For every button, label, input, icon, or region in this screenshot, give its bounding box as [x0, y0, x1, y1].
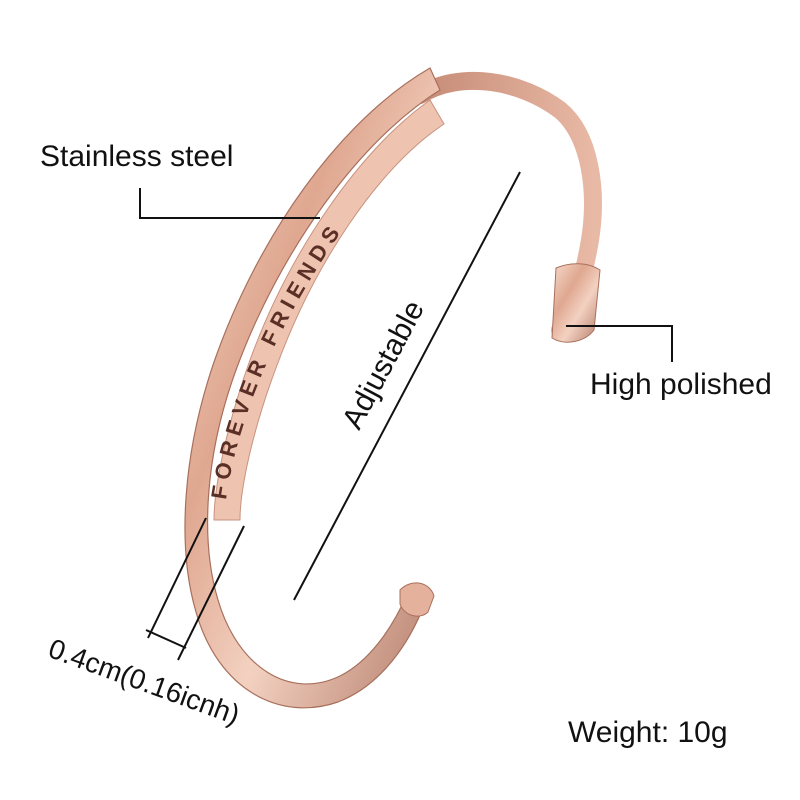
width-dimension-line-right [177, 525, 245, 661]
weight-label: Weight: 10g [568, 716, 728, 749]
width-dimension-line-left [147, 517, 207, 639]
bracelet-open-end-top [551, 263, 601, 343]
adjustable-indicator-line [293, 171, 521, 601]
finish-callout-line [566, 325, 673, 362]
bracelet-open-end-bottom [399, 582, 435, 617]
width-dimension-crossbar [145, 629, 187, 649]
material-label: Stainless steel [40, 140, 234, 173]
finish-label: High polished [590, 368, 772, 401]
material-callout-line [139, 188, 320, 219]
bracelet-engraved-face [213, 99, 445, 521]
